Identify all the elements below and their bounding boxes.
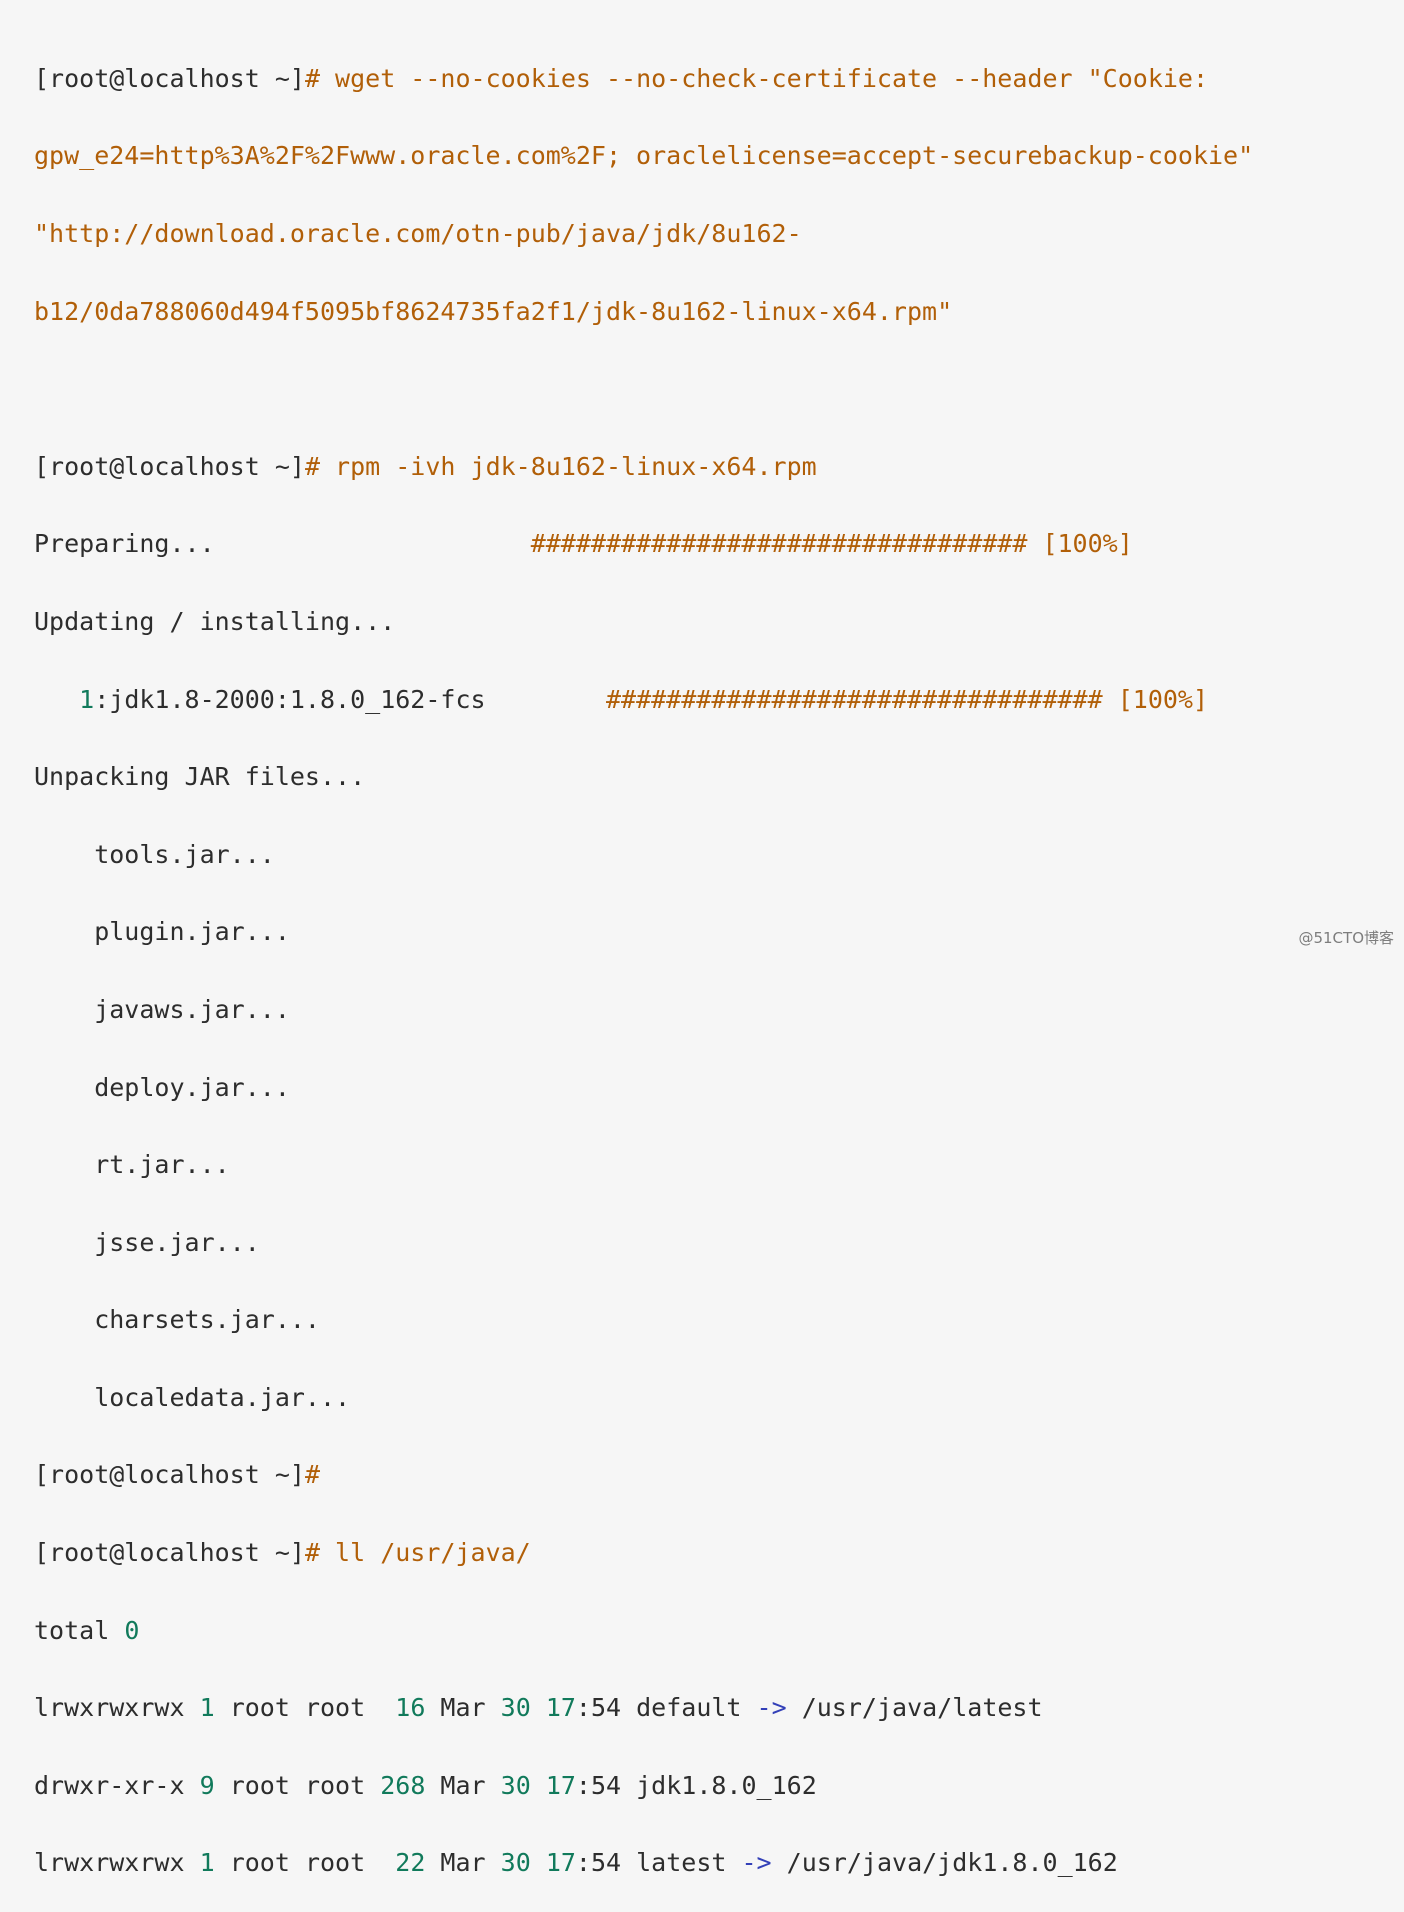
listing-row: lrwxrwxrwx 1 root root 22 Mar 30 17:54 l… <box>34 1848 1118 1878</box>
prompt-hash: # <box>304 1538 320 1568</box>
terminal-line: Preparing... ###########################… <box>34 525 1404 564</box>
terminal-line: total 0 <box>34 1615 140 1645</box>
terminal-line: Updating / installing... <box>34 606 396 636</box>
jar-line: localedata.jar... <box>34 1382 351 1412</box>
rpm-command: rpm -ivh jdk-8u162-linux-x64.rpm <box>320 451 817 481</box>
shell-prompt: [root@localhost ~] <box>34 1460 305 1490</box>
jar-line: plugin.jar... <box>34 917 290 947</box>
terminal-line: [root@localhost ~]# ll /usr/java/ <box>34 1534 1404 1573</box>
terminal-line: Unpacking JAR files... <box>34 762 366 792</box>
shell-prompt: [root@localhost ~] <box>34 1538 305 1568</box>
shell-prompt: [root@localhost ~] <box>34 63 305 93</box>
terminal-line: b12/0da788060d494f5095bf8624735fa2f1/jdk… <box>34 296 953 326</box>
blank-line <box>34 370 1404 409</box>
number-token: 0 <box>124 1615 140 1645</box>
terminal-line: 1:jdk1.8-2000:1.8.0_162-fcs ############… <box>34 681 1404 720</box>
output-text: Preparing... <box>34 529 531 559</box>
listing-row: drwxr-xr-x 9 root root 268 Mar 30 17:54 … <box>34 1770 817 1800</box>
shell-prompt: [root@localhost ~] <box>34 451 305 481</box>
terminal-line: "http://download.oracle.com/otn-pub/java… <box>34 218 802 248</box>
wget-command: wget --no-cookies --no-check-certificate… <box>320 63 1209 93</box>
prompt-hash: # <box>304 63 320 93</box>
prompt-hash: # <box>304 1460 320 1490</box>
output-text: :jdk1.8-2000:1.8.0_162-fcs <box>94 684 606 714</box>
watermark: @51CTO博客 <box>1298 929 1394 947</box>
jar-line: tools.jar... <box>34 839 275 869</box>
jar-line: javaws.jar... <box>34 994 290 1024</box>
terminal-line: gpw_e24=http%3A%2F%2Fwww.oracle.com%2F; … <box>34 141 1254 171</box>
progress-bar-text: ################################# [100%] <box>530 529 1133 559</box>
jar-line: charsets.jar... <box>34 1305 320 1335</box>
listing-row: lrwxrwxrwx 1 root root 16 Mar 30 17:54 d… <box>34 1693 1043 1723</box>
terminal-code-block: [root@localhost ~]# wget --no-cookies --… <box>34 21 1404 1912</box>
jar-line: jsse.jar... <box>34 1227 260 1257</box>
number-token: 1 <box>79 684 95 714</box>
prompt-hash: # <box>304 451 320 481</box>
terminal-line: [root@localhost ~]# <box>34 1456 1404 1495</box>
jar-line: rt.jar... <box>34 1150 230 1180</box>
progress-bar-text: ################################# [100%] <box>605 684 1209 714</box>
ll-command: ll /usr/java/ <box>320 1538 531 1568</box>
terminal-line: [root@localhost ~]# wget --no-cookies --… <box>34 60 1404 99</box>
jar-line: deploy.jar... <box>34 1072 290 1102</box>
terminal-line: [root@localhost ~]# rpm -ivh jdk-8u162-l… <box>34 448 1404 487</box>
